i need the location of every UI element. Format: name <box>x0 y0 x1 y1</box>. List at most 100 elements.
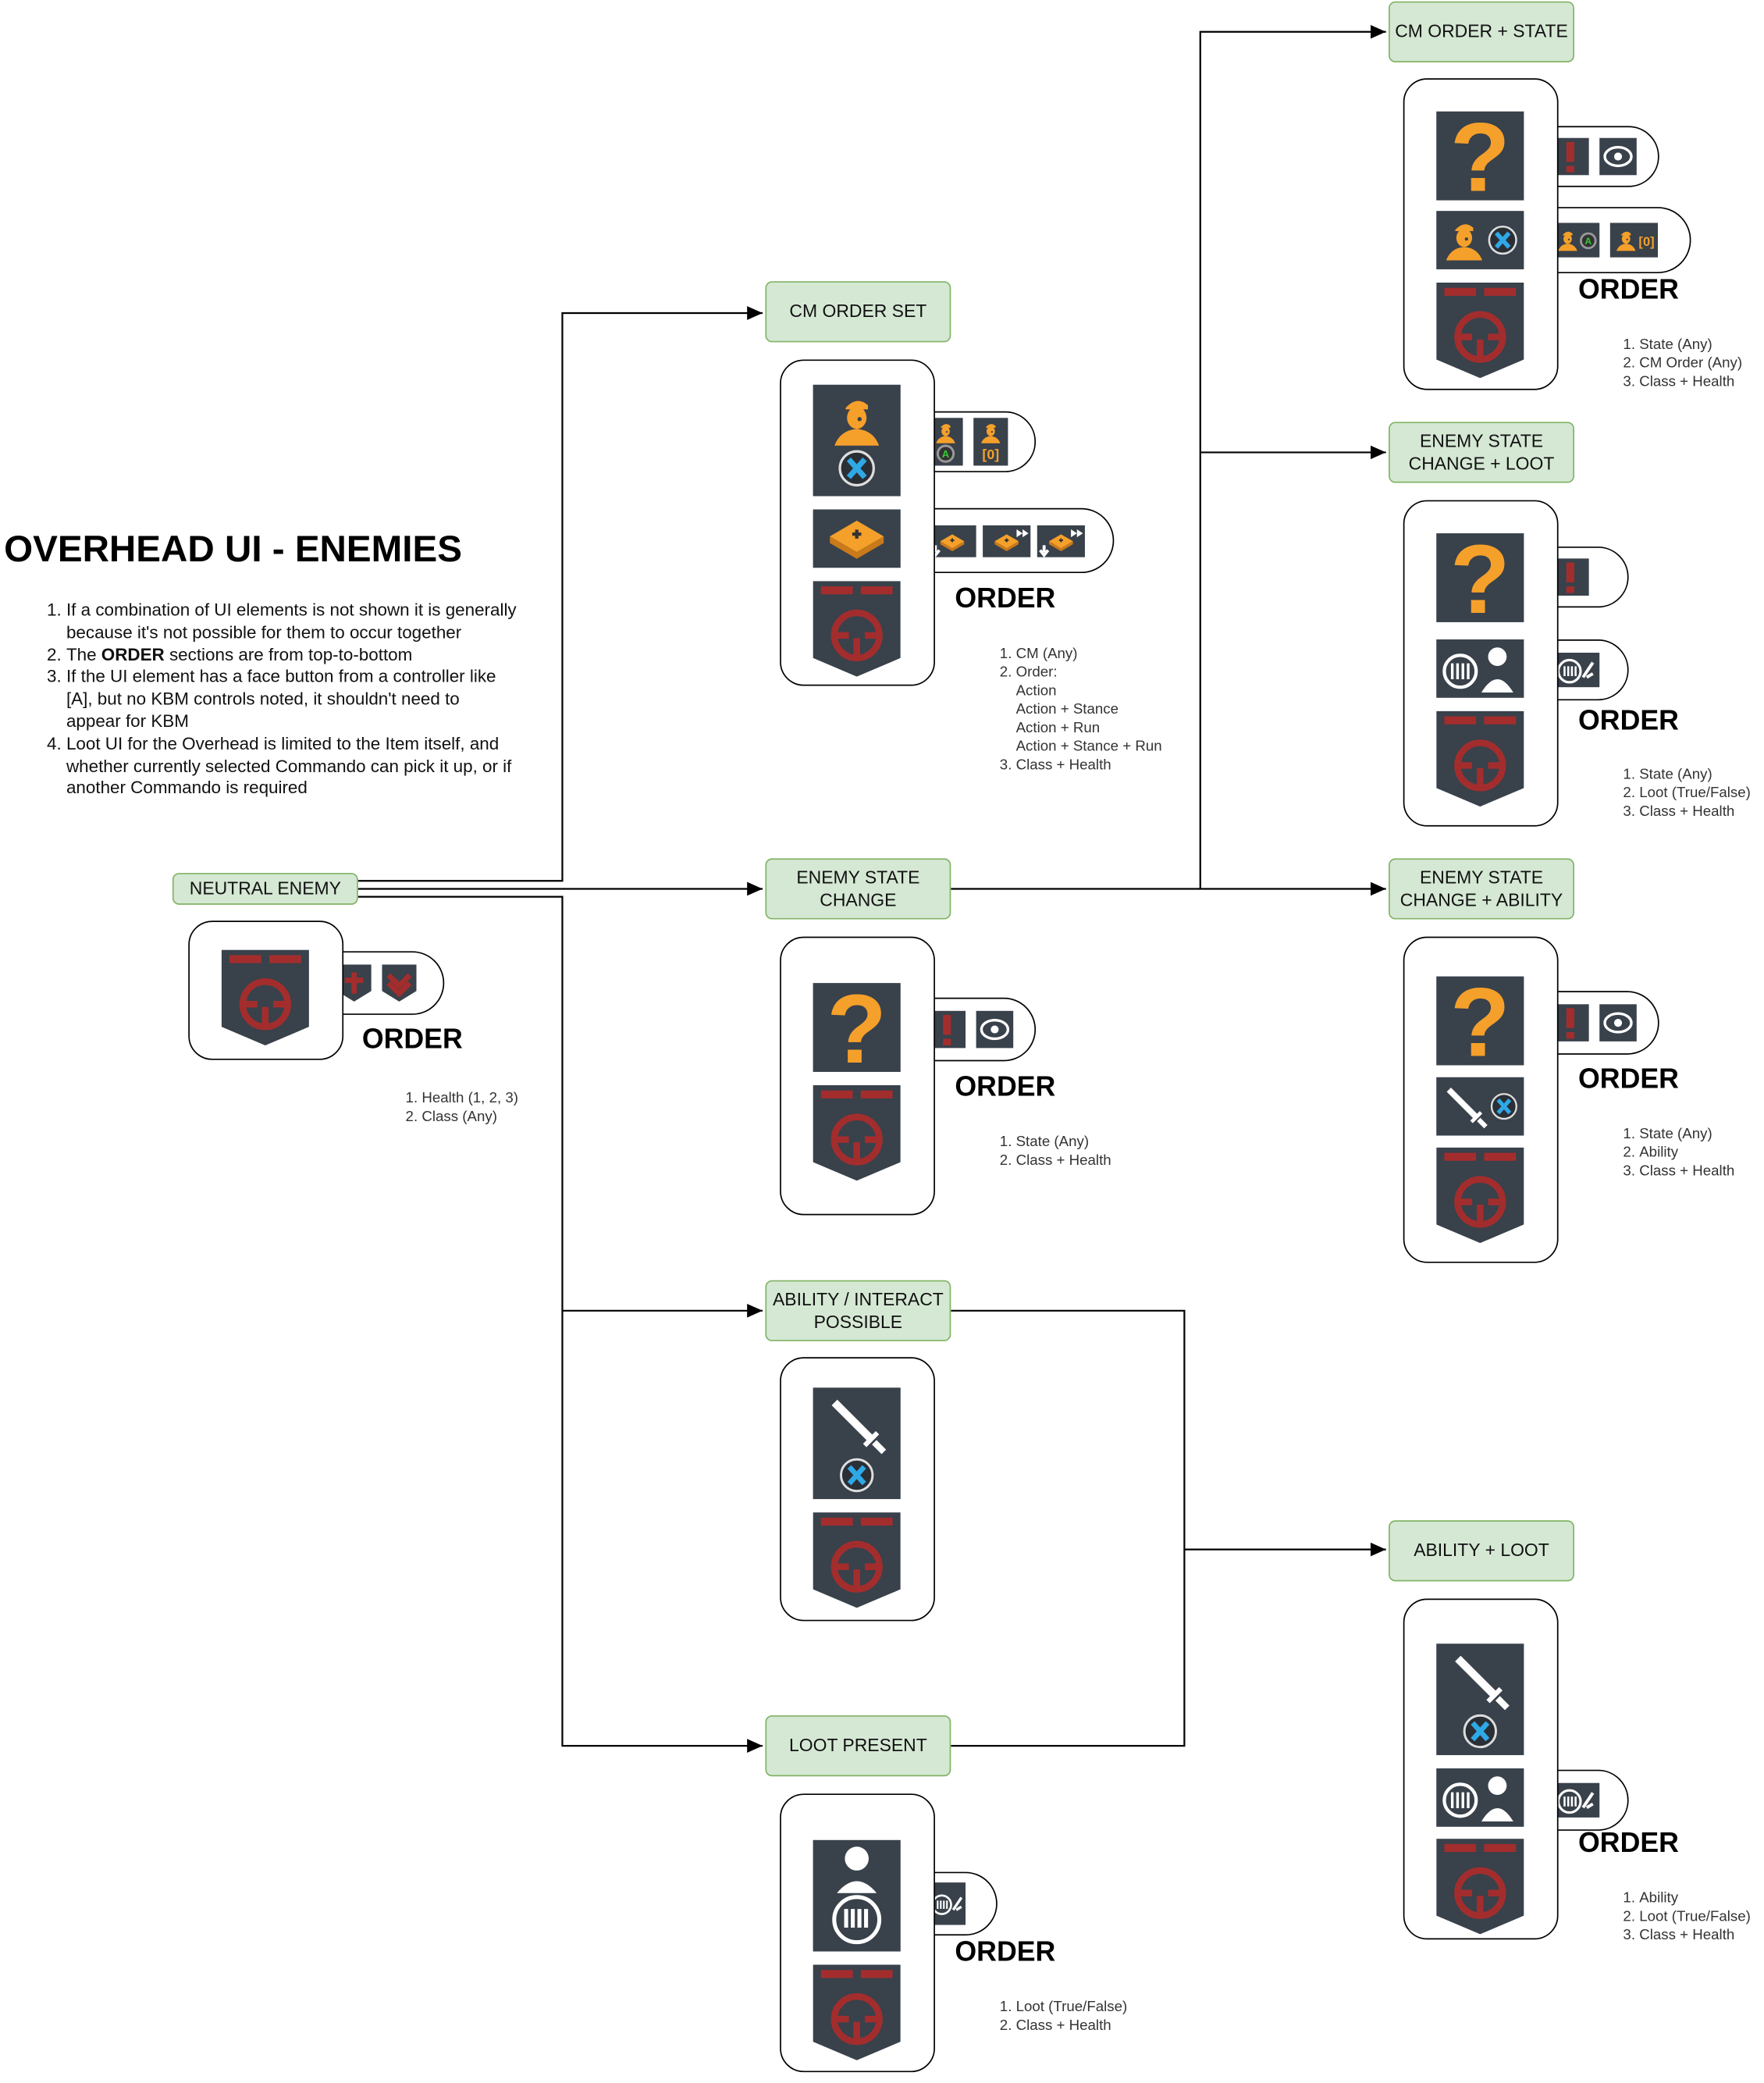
order-item: Class + Health <box>1016 2017 1128 2035</box>
panel-neutral <box>188 920 344 1060</box>
loot-icon <box>813 1839 901 1952</box>
state-variants-pill <box>1535 991 1659 1055</box>
order-heading: ORDER <box>1578 1828 1679 1859</box>
panel-enemy-state-change: ? <box>780 936 935 1216</box>
x-button-icon <box>837 448 877 488</box>
notes-list: If a combination of UI elements is not s… <box>40 600 517 800</box>
svg-text:A: A <box>942 448 950 460</box>
node-state-loot[interactable]: ENEMY STATE CHANGE + LOOT <box>1389 422 1574 483</box>
edge-neutral-loot <box>357 896 763 1753</box>
svg-text:?: ? <box>1450 533 1510 622</box>
shield-small-icon <box>336 964 372 1002</box>
order-subitem: Action <box>1015 683 1057 700</box>
order-list: State (Any) Ability Class + Health <box>1622 1125 1734 1180</box>
order-heading: ORDER <box>1578 1063 1679 1095</box>
panel-state-loot: ? <box>1403 500 1559 827</box>
x-button-icon <box>1489 1091 1518 1120</box>
svg-text:?: ? <box>1450 977 1510 1066</box>
note-item: If a combination of UI elements is not s… <box>66 600 517 644</box>
medkit-icon <box>813 509 901 568</box>
order-heading: ORDER <box>955 1936 1056 1967</box>
order-list: Loot (True/False) Class + Health <box>998 1998 1128 2035</box>
order-item: Loot (True/False) <box>1639 784 1751 803</box>
node-ability-interact[interactable]: ABILITY / INTERACT POSSIBLE <box>765 1280 951 1341</box>
loot-icon <box>1436 639 1524 698</box>
search-state-icon <box>1599 137 1637 176</box>
note-text: sections are from top-to-bottom <box>164 644 413 664</box>
order-item: Class + Health <box>1016 1152 1111 1170</box>
panel-state-ability: ? <box>1403 936 1559 1263</box>
svg-text:[0]: [0] <box>1638 233 1654 248</box>
health-shield-icon <box>1436 282 1524 379</box>
knife-icon <box>1442 1083 1489 1131</box>
order-item: Class + Health <box>1016 757 1162 775</box>
order-variants-pill <box>912 507 1115 574</box>
health-shield-icon <box>1436 710 1524 807</box>
question-icon: ? <box>1436 976 1524 1066</box>
x-button-icon <box>838 1457 876 1494</box>
order-item: Ability <box>1639 1889 1751 1908</box>
note-item: If the UI element has a face button from… <box>66 667 517 734</box>
order-subitem: Action + Stance + Run <box>1015 739 1162 755</box>
panel-loot <box>780 1793 935 2073</box>
health-shield-icon <box>221 949 309 1045</box>
cm-variants-pill: A [0] <box>1535 207 1691 274</box>
panel-ability <box>780 1357 935 1622</box>
cm-soldier-tile <box>813 384 901 497</box>
order-item: State (Any) <box>1639 1125 1734 1144</box>
knife-icon <box>823 1393 890 1457</box>
health-shield-icon <box>813 1084 901 1181</box>
question-icon: ? <box>1436 111 1524 201</box>
node-neutral-enemy[interactable]: NEUTRAL ENEMY <box>172 873 358 905</box>
node-ability-loot[interactable]: ABILITY + LOOT <box>1389 1520 1574 1582</box>
loot-grab-icon <box>1552 1782 1600 1818</box>
health-shield-icon <box>1436 1147 1524 1244</box>
page-title: OVERHEAD UI - ENEMIES <box>4 528 462 569</box>
edge-ability-merge <box>951 1309 1186 1747</box>
note-bold: ORDER <box>101 644 165 664</box>
note-item: The ORDER sections are from top-to-botto… <box>66 644 517 667</box>
edge-state-cmstate <box>1199 24 1386 889</box>
soldier-icon <box>1442 214 1487 267</box>
order-item: State (Any) <box>1016 1133 1111 1152</box>
soldier-key-icon: [0] <box>973 418 1008 466</box>
loot-icon <box>1436 1768 1524 1827</box>
order-subitem: Action + Run <box>1015 720 1101 737</box>
order-list: State (Any) Loot (True/False) Class + He… <box>1622 765 1751 821</box>
medkit-stance-run-icon <box>1037 525 1085 557</box>
order-subitem: Action + Stance <box>1015 701 1119 718</box>
node-state-ability[interactable]: ENEMY STATE CHANGE + ABILITY <box>1389 858 1574 920</box>
soldier-key-icon: [0] <box>1609 223 1658 258</box>
health-shield-icon <box>813 1512 901 1608</box>
health-shield-icon <box>813 1964 901 2060</box>
order-heading: ORDER <box>955 1071 1056 1103</box>
node-enemy-state-change[interactable]: ENEMY STATE CHANGE <box>765 858 951 920</box>
note-text: The <box>66 644 101 664</box>
order-item: CM (Any) <box>1016 645 1162 664</box>
x-button-icon <box>1462 1713 1499 1750</box>
order-heading: ORDER <box>955 583 1056 614</box>
node-cm-order-state[interactable]: CM ORDER + STATE <box>1389 1 1574 62</box>
panel-cm-order-state: ? <box>1403 78 1559 390</box>
soldier-a-button-icon: A <box>1552 223 1600 258</box>
panel-cm-order-set <box>780 359 935 686</box>
node-loot-present[interactable]: LOOT PRESENT <box>765 1715 951 1777</box>
order-list: Health (1, 2, 3) Class (Any) <box>404 1089 518 1127</box>
medkit-run-icon <box>983 525 1031 557</box>
order-item: Class + Health <box>1639 1162 1734 1180</box>
order-heading: ORDER <box>1578 274 1679 305</box>
order-item: Loot (True/False) <box>1016 1998 1128 2017</box>
order-heading: ORDER <box>361 1024 463 1055</box>
ability-tile <box>813 1387 901 1500</box>
node-cm-order-set[interactable]: CM ORDER SET <box>765 281 951 343</box>
order-item: Ability <box>1639 1144 1734 1163</box>
order-item: Class + Health <box>1639 372 1742 391</box>
soldier-icon <box>827 393 886 448</box>
order-item: State (Any) <box>1639 336 1742 354</box>
svg-text:[0]: [0] <box>982 447 999 462</box>
order-list: State (Any) Class + Health <box>998 1133 1111 1170</box>
loot-grab-icon <box>1552 653 1600 688</box>
health-shield-icon <box>1436 1839 1524 1935</box>
search-state-icon <box>1599 1004 1637 1042</box>
